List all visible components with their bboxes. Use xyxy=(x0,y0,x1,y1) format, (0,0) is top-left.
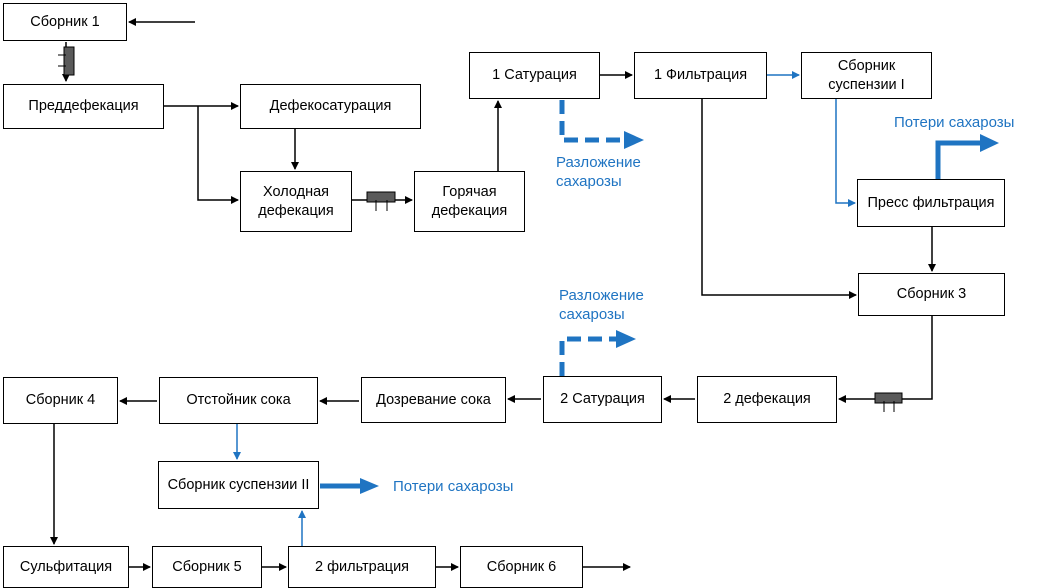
label-razlozhenie-1: Разложение сахарозы xyxy=(556,154,641,190)
node-defekosaturaciya: Дефекосатурация xyxy=(240,84,421,129)
decomposition-arrowhead-2 xyxy=(616,330,636,348)
node-sbornik-4: Сборник 4 xyxy=(3,377,118,424)
node-sbornik-1: Сборник 1 xyxy=(3,3,127,41)
node-saturaciya-2: 2 Сатурация xyxy=(543,376,662,423)
node-saturaciya-1: 1 Сатурация xyxy=(469,52,600,99)
node-filtraciya-1: 1 Фильтрация xyxy=(634,52,767,99)
pump-symbol-2 xyxy=(366,191,396,211)
arrow-filtraciya1-sbornik3 xyxy=(701,99,857,299)
label-poteri-1: Потери сахарозы xyxy=(894,114,1015,131)
node-preddefekaciya: Преддефекация xyxy=(3,84,164,129)
loss-arrowhead-1 xyxy=(980,134,999,152)
node-filtraciya-2: 2 фильтрация xyxy=(288,546,436,588)
node-press-filtraciya: Пресс фильтрация xyxy=(857,179,1005,227)
node-sbornik-6: Сборник 6 xyxy=(460,546,583,588)
decomposition-arrow-2 xyxy=(559,336,617,376)
label-poteri-2: Потери сахарозы xyxy=(393,478,514,495)
node-sulfitaciya: Сульфитация xyxy=(3,546,129,588)
node-otstoinik-soka: Отстойник сока xyxy=(159,377,318,424)
decomposition-arrowhead-1 xyxy=(624,131,644,149)
arrow-sbornik3-defekaciya2 xyxy=(838,316,933,403)
node-sbornik-5: Сборник 5 xyxy=(152,546,262,588)
arrow-to-holodnaya xyxy=(197,106,239,204)
label-razlozhenie-2: Разложение сахарозы xyxy=(559,287,644,323)
node-sbornik-suspenzii-1: Сборник суспензии I xyxy=(801,52,932,99)
pump-symbol-1 xyxy=(58,46,75,76)
node-holodnaya-defekaciya: Холодная дефекация xyxy=(240,171,352,232)
node-defekaciya-2: 2 дефекация xyxy=(697,376,837,423)
loss-arrow-1 xyxy=(935,140,982,179)
node-sbornik-suspenzii-2: Сборник суспензии II xyxy=(158,461,319,509)
pump-symbol-3 xyxy=(874,392,903,412)
loss-arrowhead-2 xyxy=(360,478,379,494)
node-sbornik-3: Сборник 3 xyxy=(858,273,1005,316)
node-dozrevanie-soka: Дозревание сока xyxy=(361,377,506,423)
decomposition-arrow-1 xyxy=(559,100,625,143)
arrow-suspenzii1-press xyxy=(835,99,856,207)
node-goryachaya-defekaciya: Горячая дефекация xyxy=(414,171,525,232)
